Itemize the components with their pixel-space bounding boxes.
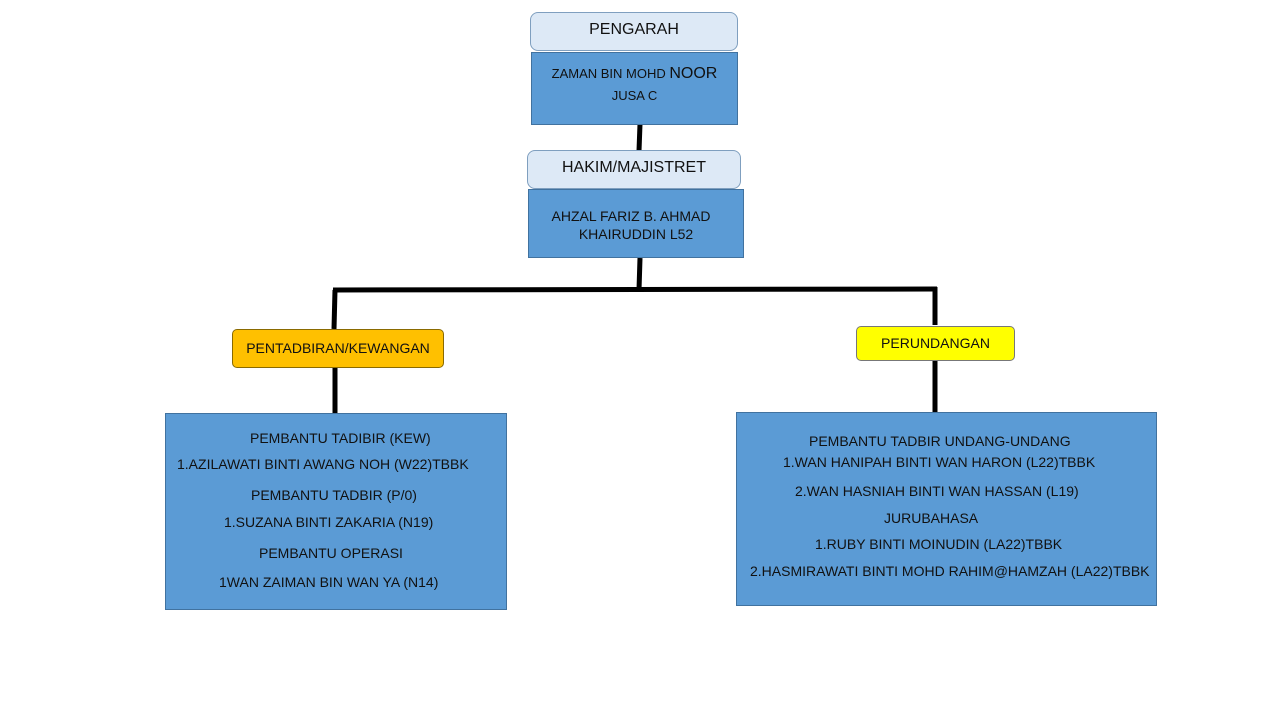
admin-staff-line: 1.SUZANA BINTI ZAKARIA (N19) bbox=[224, 514, 434, 530]
admin-staff-line: 1.AZILAWATI BINTI AWANG NOH (W22)TBBK bbox=[177, 456, 469, 472]
connector-director-judge bbox=[636, 123, 643, 152]
legal-dept-label: PERUNDANGAN bbox=[881, 335, 990, 351]
connector-branch-admin bbox=[331, 289, 338, 330]
judge-info-box: AHZAL FARIZ B. AHMAD KHAIRUDDIN L52 bbox=[528, 189, 744, 258]
admin-staff-line: 1WAN ZAIMAN BIN WAN YA (N14) bbox=[219, 574, 439, 590]
director-title: PENGARAH bbox=[589, 21, 679, 38]
connector-horizontal-branch bbox=[332, 286, 938, 293]
judge-name-line2: KHAIRUDDIN L52 bbox=[578, 226, 694, 242]
legal-staff-line: 2.HASMIRAWATI BINTI MOHD RAHIM@HAMZAH (L… bbox=[750, 563, 1150, 579]
legal-staff-line: 2.WAN HASNIAH BINTI WAN HASSAN (L19) bbox=[795, 483, 1079, 499]
admin-staff-line: PEMBANTU OPERASI bbox=[259, 545, 403, 561]
director-name: ZAMAN BIN MOHD NOOR bbox=[532, 65, 737, 83]
director-info-box: ZAMAN BIN MOHD NOOR JUSA C bbox=[531, 52, 738, 125]
director-grade: JUSA C bbox=[611, 88, 658, 103]
judge-name-line1: AHZAL FARIZ B. AHMAD bbox=[551, 208, 711, 224]
legal-staff-box: PEMBANTU TADBIR UNDANG-UNDANG 1.WAN HANI… bbox=[736, 412, 1157, 606]
judge-title-box: HAKIM/MAJISTRET bbox=[527, 150, 741, 189]
legal-staff-line: JURUBAHASA bbox=[884, 510, 979, 526]
connector-judge-branch bbox=[636, 257, 643, 291]
legal-dept-box: PERUNDANGAN bbox=[856, 326, 1015, 361]
director-title-box: PENGARAH bbox=[530, 12, 738, 51]
director-name-part1: ZAMAN BIN MOHD bbox=[551, 66, 670, 81]
admin-staff-line: PEMBANTU TADBIR (P/0) bbox=[251, 487, 417, 503]
legal-staff-line: 1.WAN HANIPAH BINTI WAN HARON (L22)TBBK bbox=[783, 454, 1096, 470]
admin-staff-line: PEMBANTU TADIBIR (KEW) bbox=[250, 430, 431, 446]
legal-staff-line: PEMBANTU TADBIR UNDANG-UNDANG bbox=[809, 433, 1071, 449]
legal-staff-line: 1.RUBY BINTI MOINUDIN (LA22)TBBK bbox=[815, 536, 1063, 552]
judge-title: HAKIM/MAJISTRET bbox=[561, 159, 706, 176]
director-name-part2: NOOR bbox=[669, 65, 718, 82]
admin-dept-label: PENTADBIRAN/KEWANGAN bbox=[246, 340, 430, 356]
admin-dept-box: PENTADBIRAN/KEWANGAN bbox=[232, 329, 444, 368]
admin-staff-box: PEMBANTU TADIBIR (KEW) 1.AZILAWATI BINTI… bbox=[165, 413, 507, 610]
